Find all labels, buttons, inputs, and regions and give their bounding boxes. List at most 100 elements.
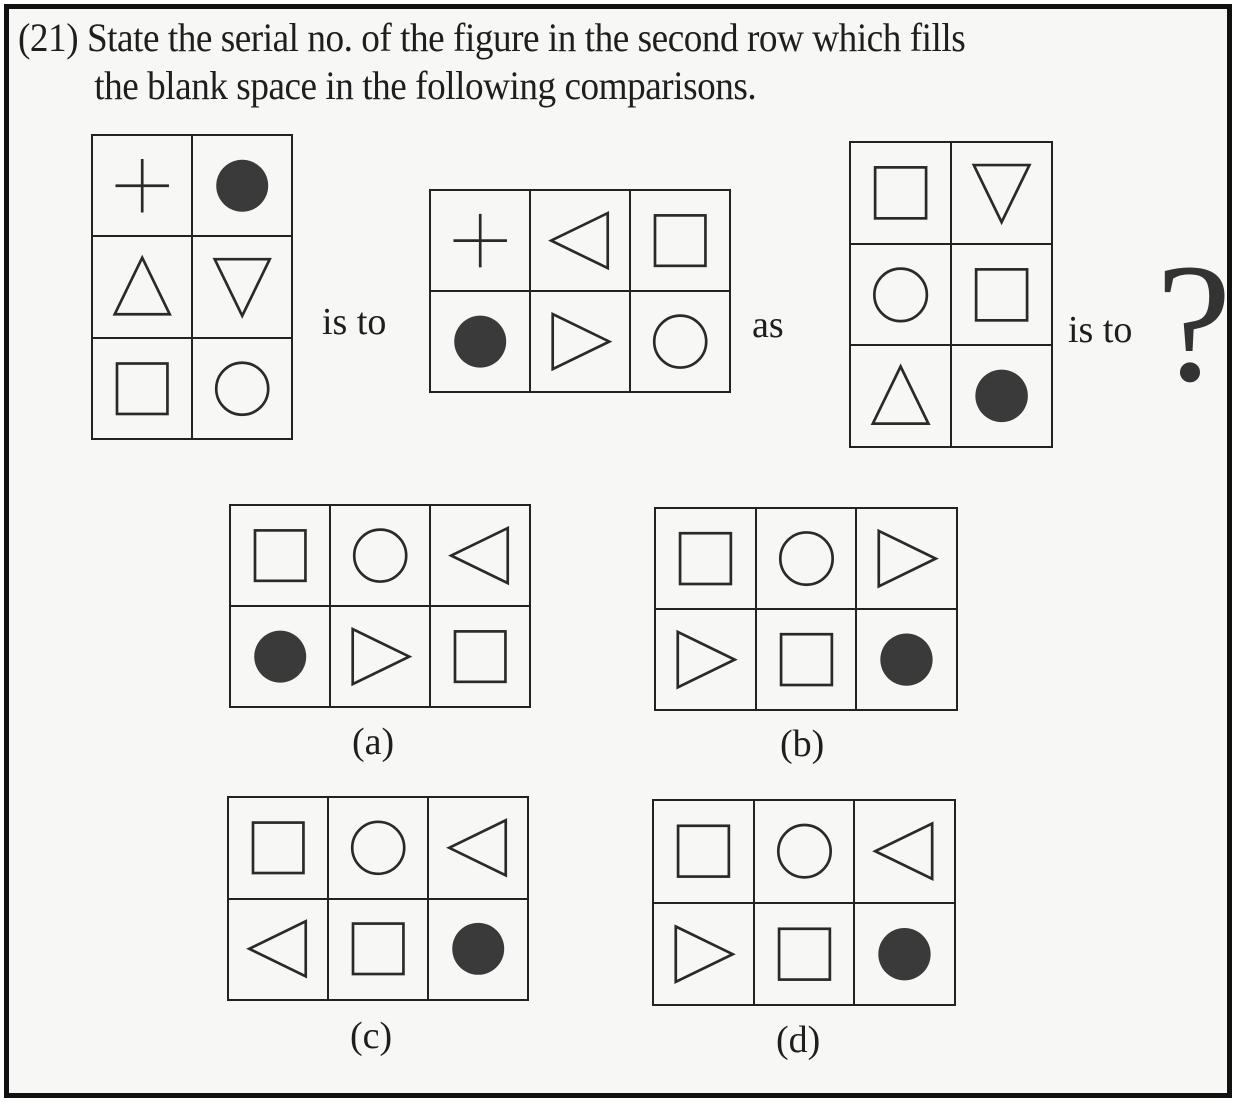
filled-circle-icon — [975, 369, 1028, 423]
figure-cell — [531, 292, 629, 391]
square-icon — [653, 213, 707, 268]
option-a-label: (a) — [352, 721, 395, 763]
figure-2 — [429, 189, 731, 393]
figure-cell — [857, 509, 956, 608]
triangle-up-icon — [112, 254, 172, 316]
triangle-down-icon — [212, 258, 272, 320]
circle-icon — [652, 314, 708, 369]
circle-icon — [350, 820, 406, 876]
question-line-1-wrap: (21) State the serial no. of the figure … — [18, 14, 966, 62]
circle-icon — [872, 266, 929, 323]
figure-3 — [849, 141, 1053, 448]
filled-circle-icon — [254, 630, 306, 683]
is-to-label-1: is to — [322, 301, 387, 343]
filled-circle-icon — [216, 159, 268, 212]
figure-cell — [93, 136, 191, 236]
figure-cell — [229, 899, 327, 999]
question-mark: ? — [1156, 229, 1232, 417]
square-icon — [678, 531, 733, 586]
square-icon — [974, 267, 1029, 322]
figure-cell — [331, 607, 429, 706]
square-icon — [351, 922, 405, 976]
square-icon — [115, 361, 169, 415]
option-c-figure[interactable] — [227, 796, 529, 1001]
filled-circle-icon — [454, 315, 506, 368]
filled-circle-icon — [880, 633, 933, 686]
figure-cell — [229, 798, 327, 898]
figure-cell — [431, 607, 529, 706]
triangle-right-icon — [674, 923, 736, 984]
square-icon — [676, 824, 731, 878]
is-to-label-2: is to — [1068, 309, 1133, 351]
figure-cell — [754, 801, 854, 902]
triangle-down-icon — [971, 163, 1032, 226]
option-d-label: (d) — [776, 1019, 821, 1061]
figure-cell — [654, 903, 753, 1004]
figure-cell — [756, 610, 856, 709]
question-number: (21) — [18, 15, 79, 60]
option-d-figure[interactable] — [652, 799, 956, 1006]
square-icon — [253, 528, 307, 583]
figure-cell — [93, 338, 191, 438]
figure-1 — [91, 134, 293, 440]
triangle-left-icon — [245, 919, 307, 979]
figure-cell — [656, 509, 755, 608]
square-icon — [251, 821, 305, 875]
filled-circle-icon — [878, 927, 931, 980]
as-label: as — [752, 304, 784, 346]
figure-cell — [231, 506, 329, 605]
figure-cell — [855, 801, 954, 902]
figure-cell — [857, 610, 956, 709]
figure-cell — [193, 338, 291, 438]
figure-cell — [851, 346, 950, 446]
triangle-left-icon — [447, 525, 509, 586]
figure-cell — [193, 237, 291, 337]
plus-icon — [115, 158, 169, 213]
triangle-left-icon — [445, 818, 507, 878]
circle-icon — [776, 823, 832, 879]
figure-cell — [855, 903, 954, 1004]
figure-cell — [93, 237, 191, 337]
triangle-right-icon — [676, 629, 738, 690]
circle-icon — [352, 528, 408, 583]
triangle-left-icon — [872, 821, 934, 882]
figure-cell — [431, 191, 529, 290]
figure-cell — [851, 143, 950, 243]
figure-cell — [431, 292, 529, 391]
figure-cell — [631, 292, 729, 391]
figure-cell — [654, 801, 753, 902]
figure-cell — [431, 506, 529, 605]
figure-cell — [329, 798, 427, 898]
option-a-figure[interactable] — [229, 504, 531, 708]
figure-cell — [631, 191, 729, 290]
question-line-1: State the serial no. of the figure in th… — [86, 15, 966, 60]
question-line-2: the blank space in the following compari… — [94, 63, 757, 108]
option-b-figure[interactable] — [654, 507, 958, 711]
plus-icon — [453, 213, 507, 268]
figure-cell — [193, 136, 291, 236]
triangle-left-icon — [547, 210, 609, 271]
circle-icon — [778, 530, 834, 587]
figure-cell — [756, 509, 856, 608]
square-icon — [873, 165, 928, 220]
option-c-label: (c) — [350, 1015, 393, 1057]
square-icon — [779, 632, 833, 687]
figure-cell — [331, 506, 429, 605]
figure-cell — [531, 191, 629, 290]
figure-cell — [231, 607, 329, 706]
filled-circle-icon — [452, 923, 504, 976]
figure-cell — [952, 143, 1051, 243]
figure-cell — [851, 244, 950, 345]
square-icon — [777, 927, 831, 981]
figure-cell — [952, 346, 1051, 446]
figure-cell — [429, 899, 527, 999]
circle-icon — [214, 360, 270, 416]
triangle-right-icon — [551, 311, 613, 372]
figure-cell — [754, 903, 854, 1004]
triangle-right-icon — [351, 626, 413, 687]
figure-cell — [329, 899, 427, 999]
figure-cell — [656, 610, 755, 709]
figure-cell — [429, 798, 527, 898]
figure-cell — [952, 244, 1051, 345]
triangle-right-icon — [877, 528, 939, 589]
